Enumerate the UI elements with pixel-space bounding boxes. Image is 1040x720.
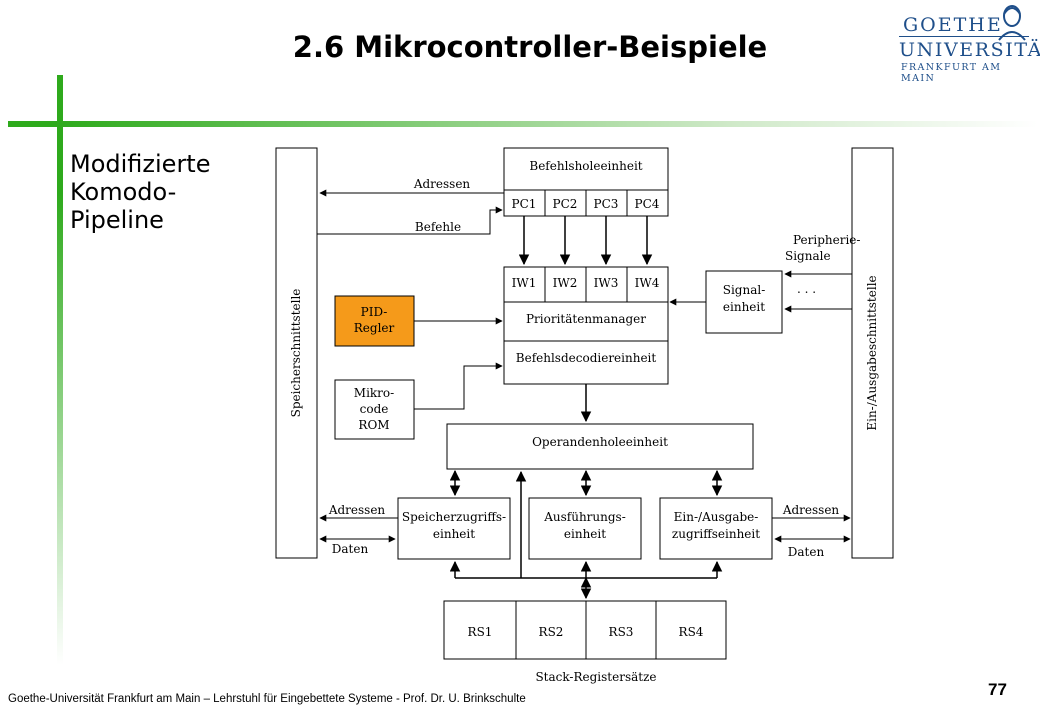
- memory-access-label: einheit: [433, 527, 475, 541]
- pid-controller-box: [334, 295, 415, 347]
- university-logo: GOETHE UNIVERSITÄT FRANKFURT AM MAIN: [895, 0, 1040, 84]
- iw-label: IW1: [512, 276, 537, 290]
- microcode-rom-box: [334, 379, 415, 440]
- execution-unit-box: [528, 497, 642, 560]
- pid-label: Regler: [354, 321, 395, 335]
- decorative-vertical-bar: [57, 75, 63, 665]
- pid-label: PID-: [361, 305, 388, 319]
- data-label-left: Daten: [332, 542, 369, 556]
- stack-register-sets-label: Stack-Registersätze: [535, 670, 656, 684]
- iw-label: IW4: [635, 276, 660, 290]
- register-set-label: RS3: [609, 625, 634, 639]
- microcode-label: code: [360, 402, 389, 416]
- signal-unit-label: Signal-: [723, 283, 766, 297]
- signal-unit-box: [705, 270, 783, 334]
- register-set-label: RS4: [679, 625, 704, 639]
- priority-manager-label: Prioritätenmanager: [526, 312, 646, 326]
- address-label-top: Adressen: [413, 177, 471, 191]
- address-label-right: Adressen: [782, 503, 840, 517]
- instruction-decode-label: Befehlsdecodiereinheit: [516, 351, 657, 365]
- data-label-right: Daten: [788, 545, 825, 559]
- memory-access-unit-box: [397, 497, 511, 560]
- instructions-label: Befehle: [415, 220, 461, 234]
- operand-fetch-label: Operandenholeeinheit: [532, 435, 668, 449]
- logo-line-1: GOETHE: [903, 14, 1003, 36]
- slide-subtitle: Modifizierte Komodo- Pipeline: [70, 150, 211, 234]
- peripheral-signals-label: Peripherie-: [793, 233, 860, 247]
- signal-unit-label: einheit: [723, 300, 765, 314]
- page-number: 77: [988, 680, 1007, 699]
- io-access-label: zugriffseinheit: [672, 527, 760, 541]
- address-label-left: Adressen: [328, 503, 386, 517]
- iw-label: IW2: [553, 276, 578, 290]
- register-sets-box: [443, 600, 727, 660]
- iw-label: IW3: [594, 276, 619, 290]
- execution-label: Ausführungs-: [543, 510, 626, 524]
- footer-text: Goethe-Universität Frankfurt am Main – L…: [8, 693, 526, 705]
- memory-access-label: Speicherzugriffs-: [402, 510, 506, 524]
- decorative-horizontal-bar: [8, 121, 1038, 127]
- io-interface-box: [851, 147, 894, 559]
- io-access-label: Ein-/Ausgabe-: [674, 510, 759, 524]
- goethe-portrait-icon: [998, 5, 1026, 41]
- pc-label: PC1: [512, 197, 537, 211]
- microcode-label: Mikro-: [354, 386, 394, 400]
- pc-label: PC3: [594, 197, 619, 211]
- pc-label: PC4: [635, 197, 660, 211]
- logo-line-2: UNIVERSITÄT: [899, 39, 1040, 61]
- pc-label: PC2: [553, 197, 578, 211]
- register-set-label: RS2: [539, 625, 564, 639]
- slide-title: 2.6 Mikrocontroller-Beispiele: [292, 30, 768, 64]
- ellipsis-label: . . .: [797, 282, 816, 296]
- operand-fetch-unit-box: [446, 423, 754, 470]
- execution-label: einheit: [564, 527, 606, 541]
- peripheral-signals-label: Signale: [785, 249, 831, 263]
- io-interface-label: Ein-/Ausgabeschnittstelle: [865, 275, 879, 430]
- memory-interface-label: Speicherschnittstelle: [289, 289, 303, 418]
- logo-rule: [899, 36, 1029, 37]
- register-set-label: RS1: [468, 625, 493, 639]
- io-access-unit-box: [659, 497, 773, 560]
- memory-interface-box: [275, 147, 318, 559]
- instruction-fetch-unit-label: Befehlsholeeinheit: [529, 159, 642, 173]
- logo-line-3: FRANKFURT AM MAIN: [901, 62, 1002, 84]
- microcode-label: ROM: [358, 418, 389, 432]
